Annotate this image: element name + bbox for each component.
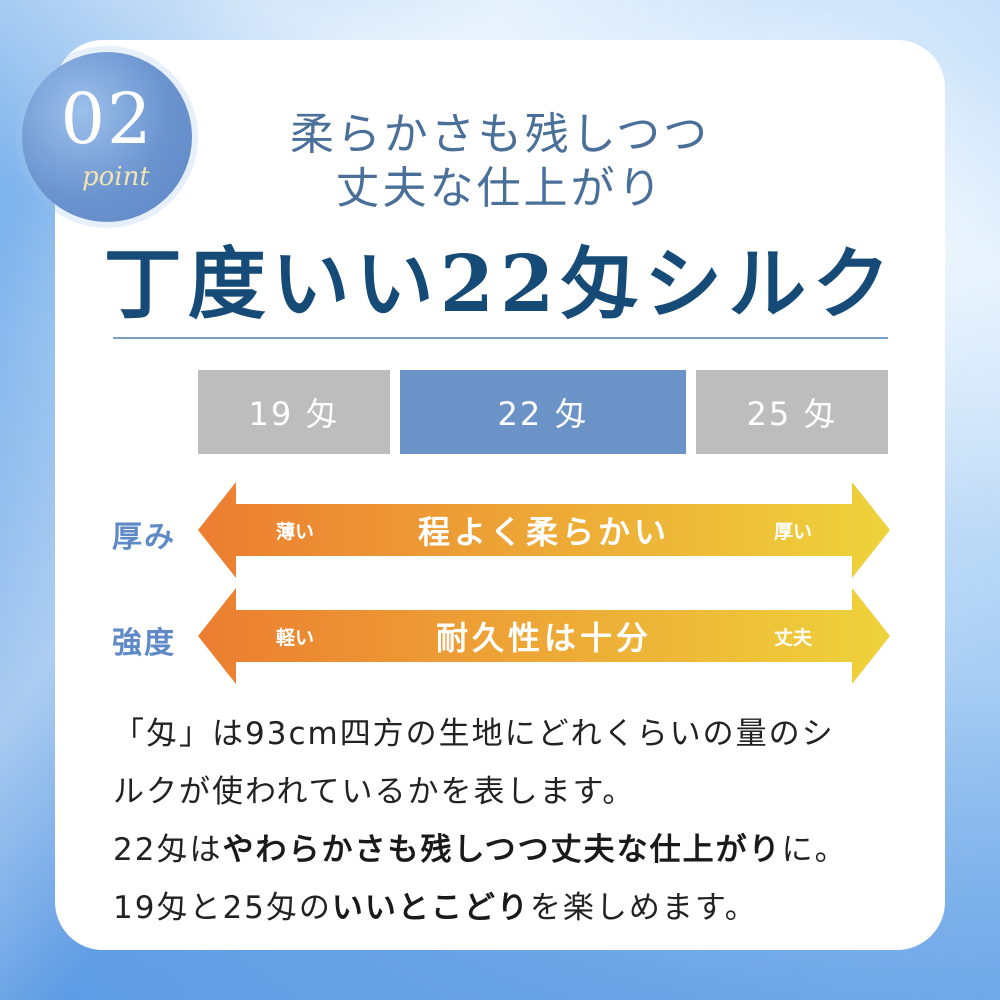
row-label-strength: 強度 (112, 626, 176, 661)
strength-right-label: 丈夫 (773, 626, 812, 649)
body-line-3-end: に。 (781, 832, 848, 868)
body-line-3-emphasis: やわらかさも残しつつ丈夫な仕上がり (222, 832, 782, 868)
strength-arrow: 軽い 耐久性は十分 丈夫 (198, 588, 890, 684)
badge-number: 02 (60, 78, 154, 160)
body-line-4-start: 19匁と25匁の (113, 890, 332, 926)
thickness-arrow-shape (198, 482, 890, 578)
thickness-right-label: 厚い (773, 520, 812, 543)
subtitle-line-1: 柔らかさも残しつつ (289, 109, 711, 160)
body-line-3: 22匁はやわらかさも残しつつ丈夫な仕上がりに。 (113, 824, 848, 869)
thickness-left-label: 薄い (276, 520, 315, 543)
body-line-4: 19匁と25匁のいいとこどりを楽しめます。 (113, 882, 758, 927)
body-line-4-end: を楽しめます。 (529, 890, 758, 926)
thickness-arrow: 薄い 程よく柔らかい 厚い (198, 482, 890, 578)
badge-point-script: point (82, 162, 150, 192)
title-divider (113, 337, 888, 339)
tab-22-monme: 22 匁 (400, 370, 686, 454)
point-badge: 02 point (22, 52, 192, 222)
body-line-4-emphasis: いいとこどり (331, 890, 530, 926)
tab-25-monme: 25 匁 (696, 370, 888, 454)
page-title: 丁度いい22匁シルク (103, 239, 897, 330)
tab-19-monme: 19 匁 (198, 370, 390, 454)
subtitle-line-2: 丈夫な仕上がり (335, 163, 665, 214)
thickness-center-label: 程よく柔らかい (417, 513, 670, 551)
strength-arrow-shape (198, 588, 890, 684)
content-card (55, 40, 945, 950)
strength-center-label: 耐久性は十分 (435, 619, 652, 657)
row-label-thickness: 厚み (112, 520, 176, 555)
body-line-3-start: 22匁は (113, 832, 223, 868)
body-line-2: ルクが使われているかを表します。 (113, 774, 636, 810)
strength-left-label: 軽い (276, 626, 315, 649)
body-line-1: 「匁」は93cm四方の生地にどれくらいの量のシ (113, 716, 835, 752)
